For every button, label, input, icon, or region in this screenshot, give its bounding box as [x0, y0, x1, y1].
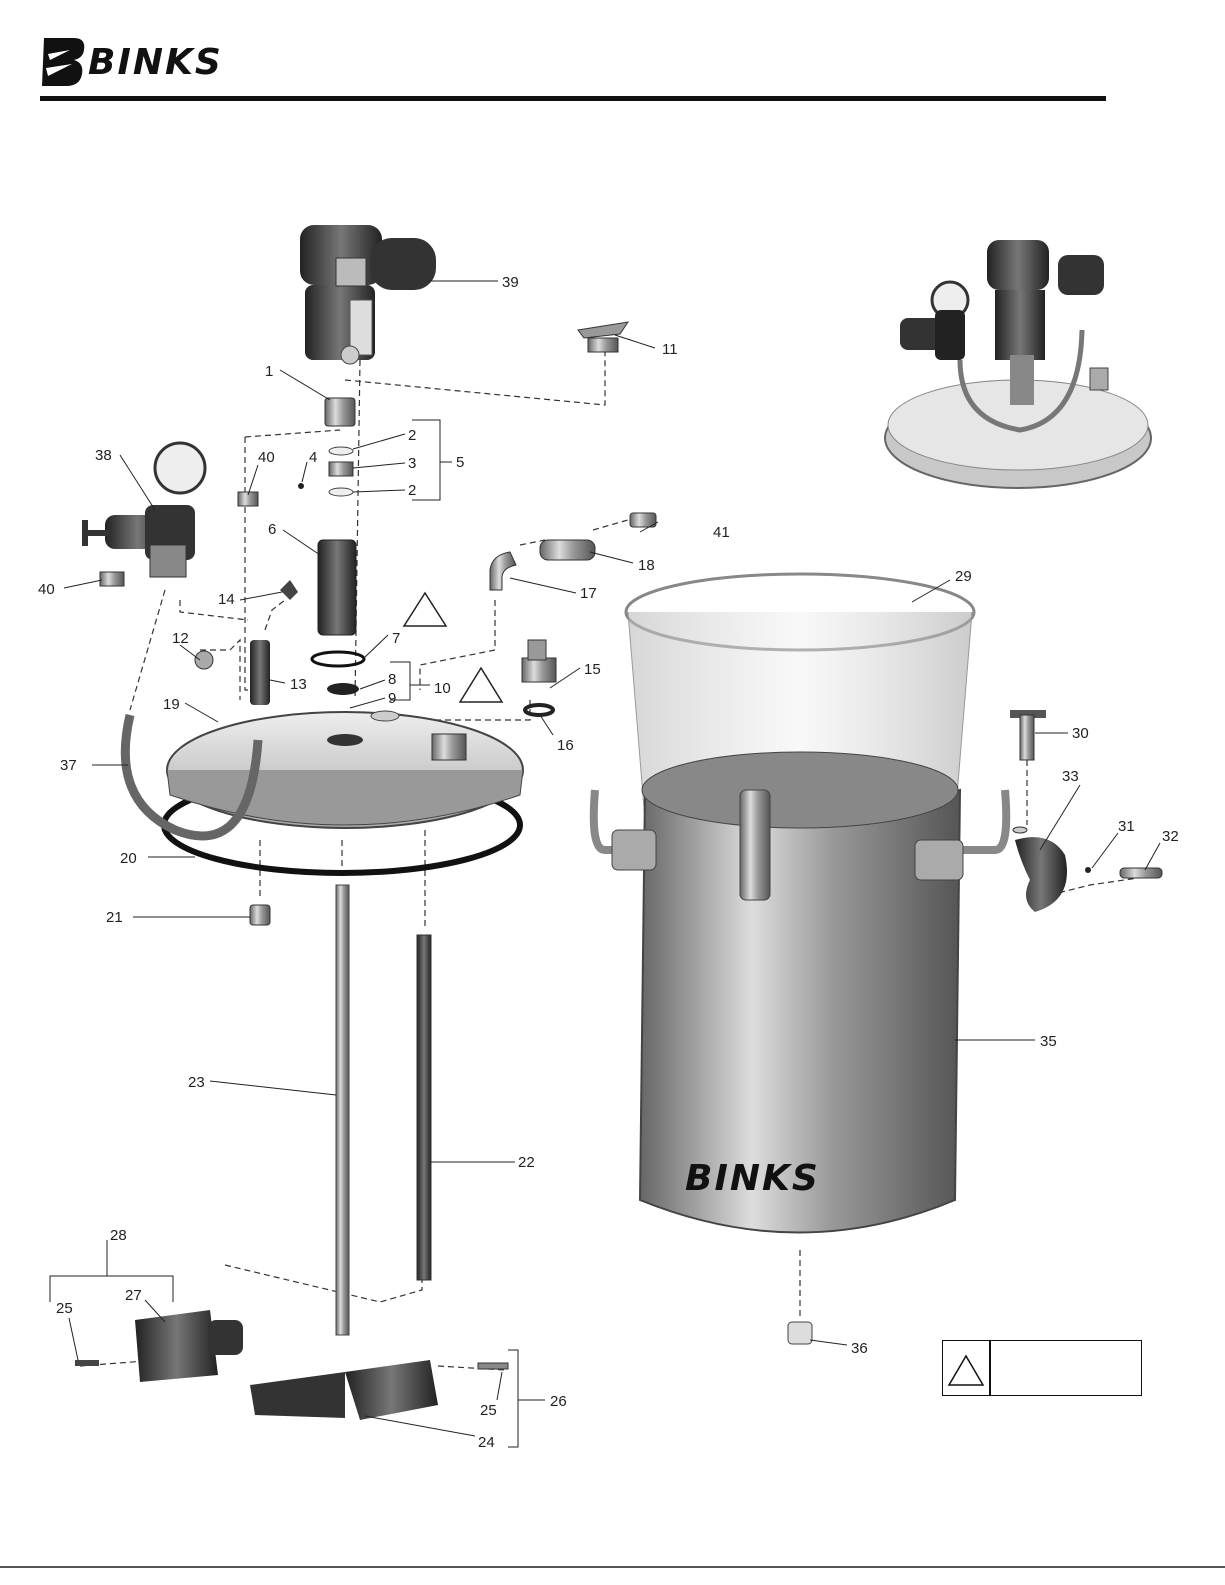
part-30-clamp-screw	[1010, 710, 1046, 760]
callout-30: 30	[1072, 725, 1089, 742]
callout-23: 23	[188, 1074, 205, 1091]
callout-4: 4	[309, 449, 317, 466]
callout-39: 39	[502, 274, 519, 291]
part-21-plug	[250, 905, 270, 925]
part-12-plug	[195, 651, 213, 669]
callout-16: 16	[557, 737, 574, 754]
callout-28: 28	[110, 1227, 127, 1244]
part-8-gasket	[327, 683, 359, 695]
callout-14: 14	[218, 591, 235, 608]
callout-37: 37	[60, 757, 77, 774]
warning-triangle-icon	[460, 668, 502, 702]
callout-40b: 40	[38, 581, 55, 598]
inset-assembled-lid	[885, 240, 1151, 488]
callout-31: 31	[1118, 818, 1135, 835]
part-39-valve-assembly	[300, 225, 436, 364]
callout-2a: 2	[408, 427, 416, 444]
part-24-agitator-propeller	[250, 1360, 438, 1420]
part-18-check-valve	[540, 540, 595, 560]
callout-25a: 25	[56, 1300, 73, 1317]
callout-25b: 25	[480, 1402, 497, 1419]
part-32-pin	[1120, 868, 1162, 878]
callout-18: 18	[638, 557, 655, 574]
part-15-coupling	[522, 640, 556, 682]
callout-38: 38	[95, 447, 112, 464]
callout-27: 27	[125, 1287, 142, 1304]
callout-11: 11	[662, 341, 678, 358]
callout-24: 24	[478, 1434, 495, 1451]
callout-15: 15	[584, 661, 601, 678]
tank-logo: BINKS	[685, 1158, 820, 1199]
callout-21: 21	[106, 909, 123, 926]
callout-10: 10	[434, 680, 451, 697]
part-16-washer	[525, 705, 553, 715]
part-27-agitator-blade	[135, 1310, 243, 1382]
callout-6: 6	[268, 521, 276, 538]
callout-12: 12	[172, 630, 189, 647]
part-31-washer	[1013, 827, 1027, 833]
callout-26: 26	[550, 1393, 567, 1410]
part-1-nut	[325, 398, 355, 426]
callout-8: 8	[388, 671, 396, 688]
callout-40a: 40	[258, 449, 275, 466]
part-40-fitting-b	[100, 572, 124, 586]
callout-29: 29	[955, 568, 972, 585]
legend-box	[942, 1340, 1142, 1396]
part-7-o-ring	[312, 652, 364, 666]
callout-3: 3	[408, 455, 416, 472]
callout-32: 32	[1162, 828, 1179, 845]
callout-41: 41	[713, 524, 730, 541]
callout-7: 7	[392, 630, 400, 647]
part-2-3-seals	[329, 447, 353, 496]
callout-2b: 2	[408, 482, 416, 499]
part-17-elbow	[490, 552, 516, 590]
callout-19: 19	[163, 696, 180, 713]
callout-17: 17	[580, 585, 597, 602]
part-13-valve	[250, 640, 270, 705]
callout-36: 36	[851, 1340, 868, 1357]
callout-1: 1	[265, 363, 273, 380]
part-25-screw-b	[478, 1363, 508, 1369]
callout-5: 5	[456, 454, 464, 471]
callout-33: 33	[1062, 768, 1079, 785]
warning-triangle-icon	[943, 1341, 989, 1395]
callout-20: 20	[120, 850, 137, 867]
footer-rule	[0, 1566, 1225, 1568]
part-6-fitting	[318, 540, 356, 635]
callout-22: 22	[518, 1154, 535, 1171]
part-14-fitting	[280, 580, 298, 600]
part-25-screw-a	[75, 1360, 99, 1366]
callout-9: 9	[388, 690, 396, 707]
part-22-siphon-tube	[417, 935, 431, 1280]
part-31-pin	[1085, 867, 1091, 873]
callout-35: 35	[1040, 1033, 1057, 1050]
part-19-lid	[164, 711, 523, 873]
part-4-screw	[298, 483, 304, 489]
warning-triangle-icon	[404, 593, 446, 626]
legend-divider	[989, 1341, 991, 1395]
callout-13: 13	[290, 676, 307, 693]
part-23-shaft	[336, 885, 349, 1335]
part-36-foot	[788, 1322, 812, 1344]
